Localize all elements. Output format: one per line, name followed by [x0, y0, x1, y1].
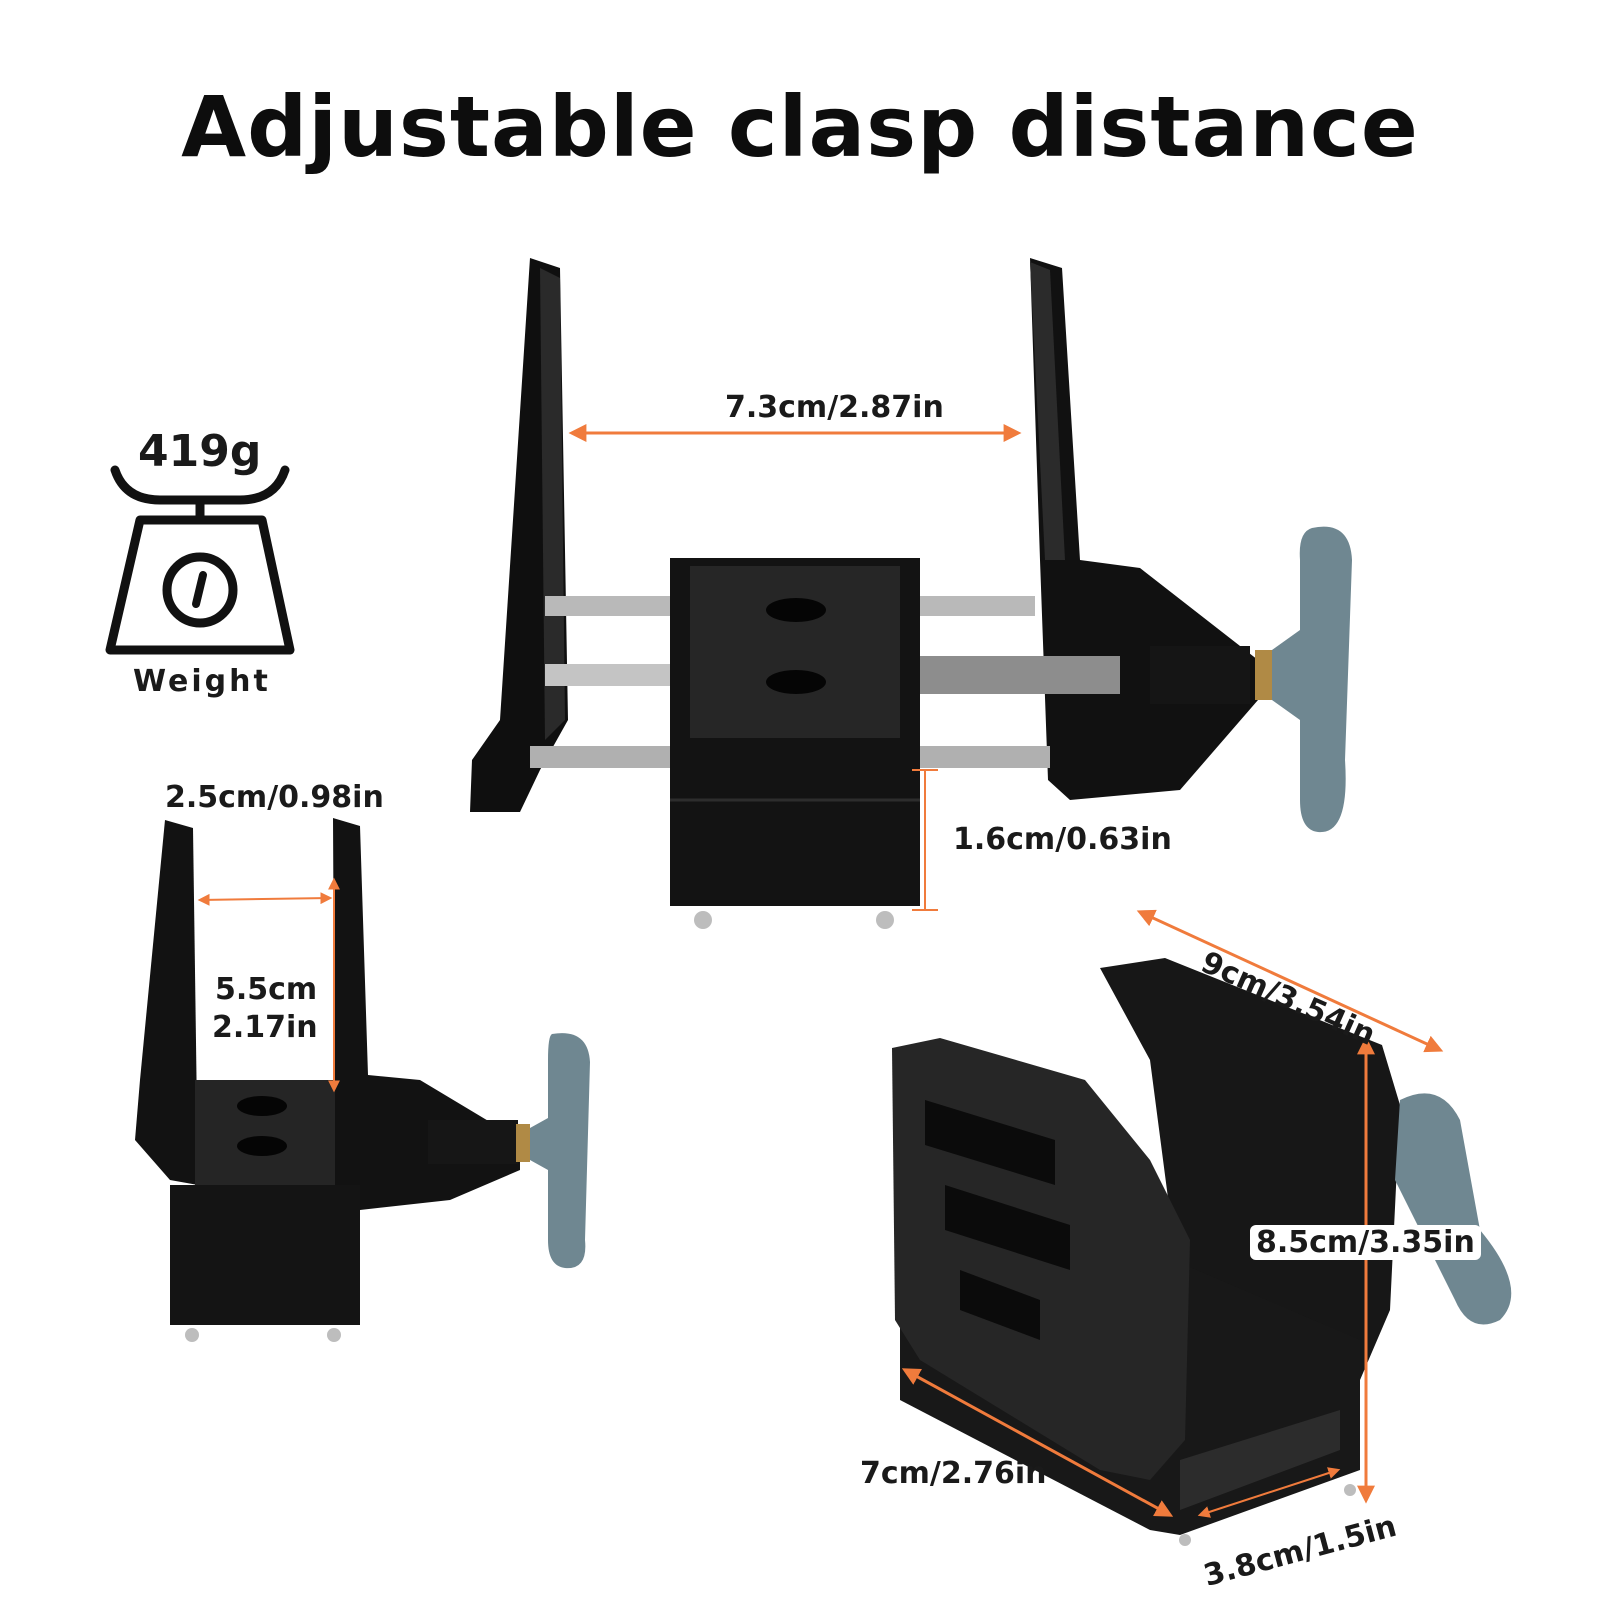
- base-length-label: 7cm/2.76in: [860, 1456, 1047, 1491]
- jaw-thickness-label: 2.5cm/0.98in: [165, 780, 384, 815]
- dimension-arrows: [197, 424, 1444, 1518]
- weight-label: Weight: [133, 664, 271, 699]
- jaw-height-label: 8.5cm/3.35in: [1250, 1225, 1481, 1260]
- clamp-side-view: [135, 818, 590, 1342]
- base-height-label: 1.6cm/0.63in: [953, 822, 1172, 857]
- page-title: Adjustable clasp distance: [181, 78, 1419, 176]
- clamp-front-view: [470, 258, 1352, 929]
- inner-height-label-in: 2.17in: [212, 1010, 318, 1045]
- jaw-gap-label: 7.3cm/2.87in: [725, 390, 944, 425]
- inner-height-label-cm: 5.5cm: [215, 972, 318, 1007]
